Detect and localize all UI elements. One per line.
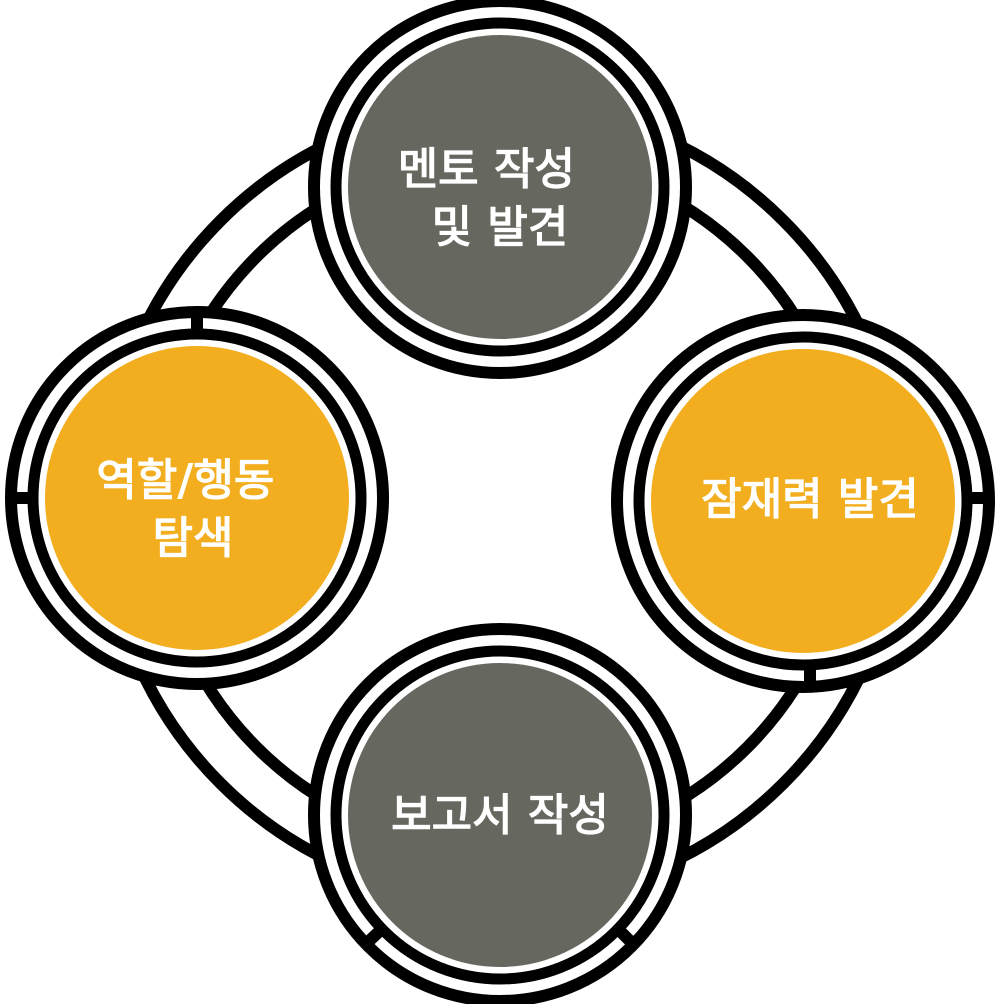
node-bottom-tick-left bbox=[363, 921, 390, 947]
node-top-label-line-1: 멘토 작성 bbox=[398, 144, 575, 195]
node-bottom: 보고서 작성 bbox=[308, 623, 692, 1004]
node-bottom-label: 보고서 작성 bbox=[391, 790, 609, 841]
node-right: 잠재력 발견 bbox=[611, 309, 995, 693]
node-top-label-line-2: 및 발견 bbox=[432, 202, 569, 253]
node-right-label-line-1: 잠재력 발견 bbox=[701, 474, 919, 525]
node-left: 역할/행동 탐색 bbox=[5, 306, 389, 690]
node-top-label: 멘토 작성 및 발견 bbox=[398, 144, 591, 253]
node-bottom-disc bbox=[348, 663, 652, 967]
node-right-label: 잠재력 발견 bbox=[701, 474, 919, 525]
node-top: 멘토 작성 및 발견 bbox=[308, 0, 692, 379]
node-bottom-tick-right bbox=[611, 922, 638, 949]
node-bottom-label-line-1: 보고서 작성 bbox=[391, 790, 609, 841]
node-right-disc bbox=[651, 349, 955, 653]
node-left-label-line-1: 역할/행동 bbox=[96, 455, 274, 506]
node-left-label: 역할/행동 탐색 bbox=[96, 455, 289, 564]
node-left-label-line-2: 탐색 bbox=[153, 513, 234, 564]
node-left-disc bbox=[45, 346, 349, 650]
node-top-disc bbox=[348, 35, 652, 339]
